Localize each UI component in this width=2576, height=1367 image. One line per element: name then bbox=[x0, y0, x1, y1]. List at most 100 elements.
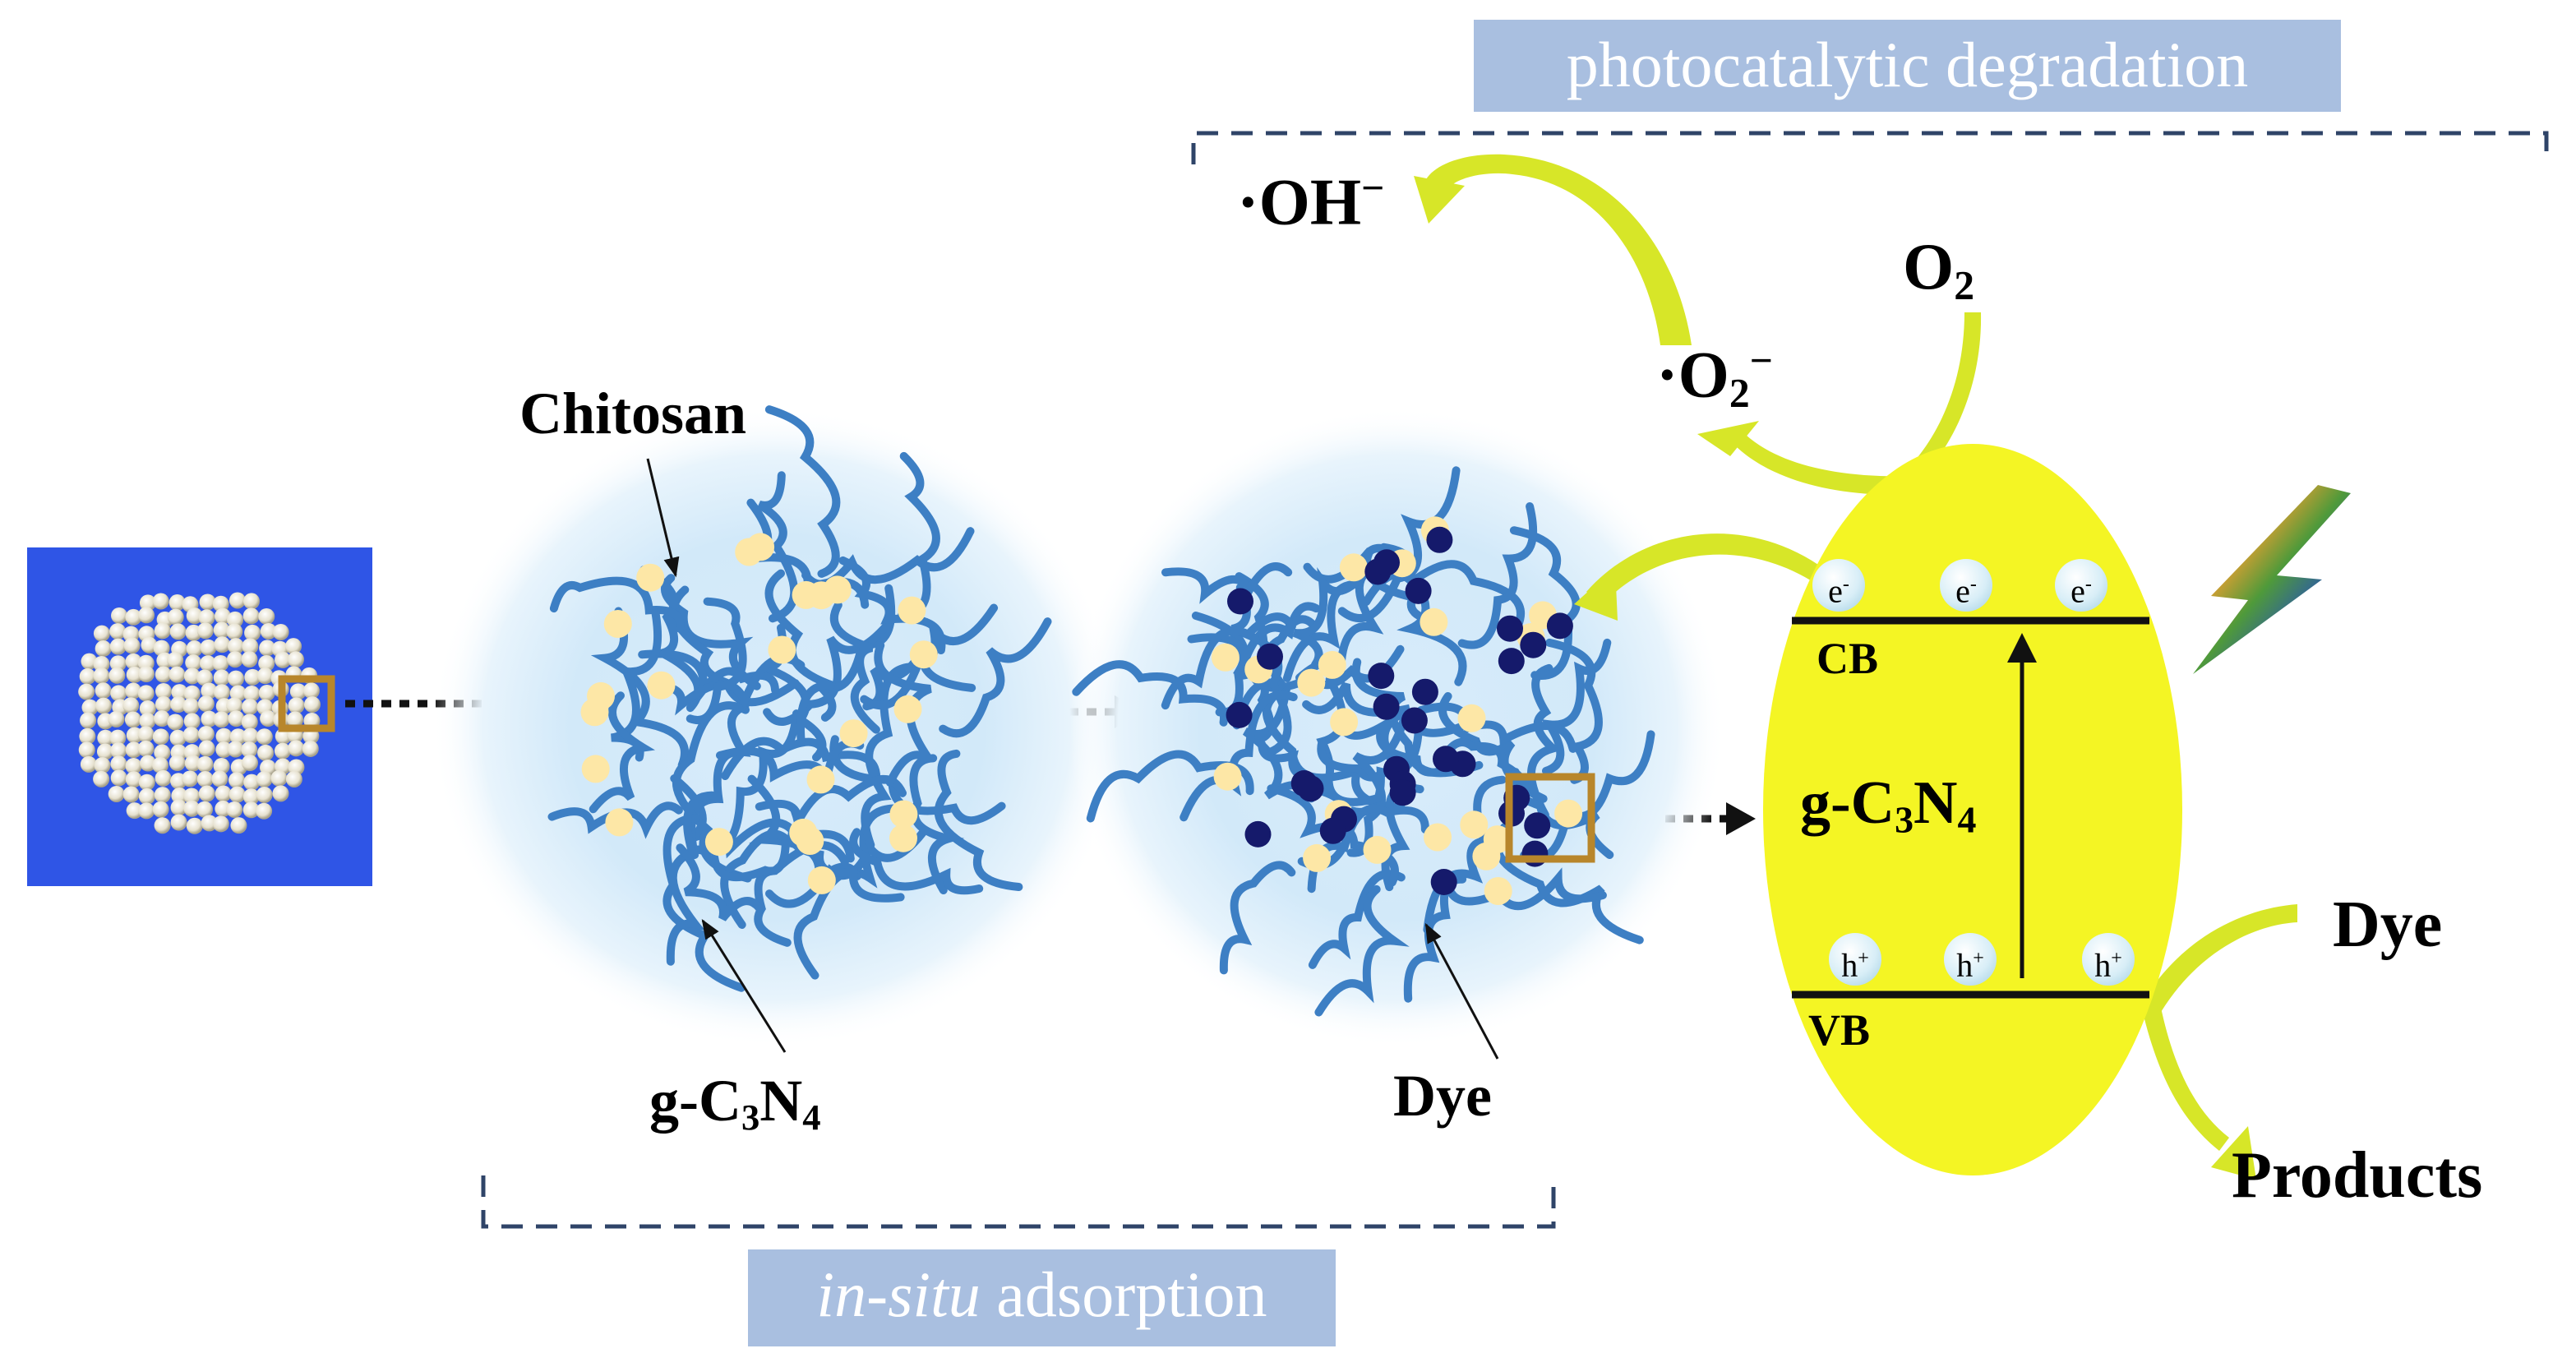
bead bbox=[125, 771, 142, 788]
in-situ-italic: in-situ bbox=[816, 1258, 981, 1330]
bead bbox=[182, 770, 199, 787]
dye-particle bbox=[1497, 615, 1523, 642]
bead bbox=[125, 608, 142, 626]
chitosan-strand bbox=[1416, 702, 1577, 753]
bead bbox=[241, 714, 258, 731]
top-bracket bbox=[1191, 131, 2549, 164]
bead bbox=[258, 684, 275, 701]
bead bbox=[93, 667, 110, 685]
bead bbox=[155, 769, 172, 787]
chitosan-strand bbox=[898, 451, 940, 619]
bead bbox=[139, 700, 156, 717]
gcn-particle bbox=[1330, 708, 1359, 737]
bead bbox=[244, 668, 261, 686]
dye-particle bbox=[1405, 577, 1432, 604]
bead bbox=[139, 713, 156, 730]
chitosan-strand bbox=[1314, 884, 1410, 1017]
bead bbox=[197, 695, 215, 713]
bead bbox=[229, 728, 247, 746]
bead bbox=[288, 740, 305, 757]
dye-particle bbox=[1433, 746, 1459, 773]
photo-highlight-box bbox=[278, 675, 335, 732]
electron-3: e- bbox=[2055, 559, 2107, 612]
bead bbox=[229, 592, 246, 609]
bead bbox=[170, 799, 187, 816]
bead bbox=[153, 640, 170, 657]
chitosan-strand bbox=[1219, 861, 1296, 975]
bead bbox=[242, 698, 259, 715]
chitosan-strand bbox=[589, 691, 655, 814]
bead bbox=[110, 742, 127, 760]
dye-particle bbox=[1257, 643, 1283, 670]
bead bbox=[152, 756, 169, 774]
electron-1: e- bbox=[1812, 559, 1865, 612]
gcn-particle bbox=[1213, 762, 1242, 791]
bead bbox=[138, 802, 155, 820]
gcn-particle bbox=[889, 824, 917, 852]
bead bbox=[125, 682, 142, 700]
chitosan-strand bbox=[549, 576, 685, 633]
bead bbox=[155, 666, 172, 683]
bead bbox=[201, 815, 218, 832]
chitosan-strand bbox=[934, 749, 1023, 891]
gcn-particle bbox=[768, 635, 796, 664]
bead bbox=[139, 594, 156, 612]
bead bbox=[243, 685, 261, 702]
bead bbox=[79, 667, 96, 685]
bead bbox=[183, 713, 201, 730]
bead bbox=[78, 741, 95, 759]
bead-photo bbox=[27, 547, 372, 886]
dye-particle bbox=[1244, 820, 1272, 847]
chitosan-strand bbox=[1302, 681, 1479, 737]
bead bbox=[256, 728, 273, 746]
bead bbox=[137, 740, 155, 757]
gcn-particle bbox=[1420, 607, 1448, 636]
chitosan-strand bbox=[720, 829, 855, 929]
bead bbox=[139, 755, 156, 772]
bead bbox=[171, 787, 188, 805]
bead bbox=[122, 786, 140, 803]
bead bbox=[243, 774, 261, 791]
bead bbox=[137, 666, 155, 683]
bead bbox=[95, 697, 113, 714]
bead bbox=[79, 727, 96, 745]
dye-particle bbox=[1373, 693, 1400, 720]
chitosan-strand bbox=[1161, 562, 1293, 604]
gcn-particle bbox=[909, 640, 938, 669]
bottom-bracket bbox=[481, 1175, 1556, 1229]
bead bbox=[108, 710, 125, 727]
bead bbox=[200, 639, 217, 656]
chitosan-strand bbox=[638, 649, 779, 705]
bead bbox=[196, 755, 214, 773]
bead bbox=[186, 607, 203, 625]
bead bbox=[226, 801, 243, 818]
gcn-particle bbox=[1554, 799, 1583, 828]
bead bbox=[270, 769, 288, 787]
bead bbox=[183, 800, 201, 817]
bead bbox=[285, 770, 302, 787]
bead bbox=[169, 755, 186, 772]
bead bbox=[125, 757, 142, 774]
bead bbox=[196, 622, 214, 640]
chitosan-strand bbox=[1180, 690, 1298, 822]
chitosan-strand bbox=[861, 663, 921, 849]
chitosan-strand bbox=[721, 737, 881, 784]
bead bbox=[241, 651, 258, 668]
bead bbox=[272, 623, 289, 640]
bead bbox=[152, 728, 169, 746]
dye-particle bbox=[1319, 817, 1346, 844]
bead bbox=[198, 740, 215, 757]
bead bbox=[242, 755, 259, 772]
gcn-pointer bbox=[701, 918, 787, 1053]
chitosan-strand bbox=[676, 843, 764, 921]
dye-particle bbox=[1226, 701, 1253, 728]
chitosan-strand bbox=[909, 754, 965, 894]
bead bbox=[226, 623, 243, 640]
bead bbox=[227, 638, 244, 655]
chitosan-strand bbox=[1457, 502, 1538, 649]
gcn-particle bbox=[1460, 811, 1489, 839]
bead bbox=[153, 710, 170, 727]
chitosan-pointer bbox=[646, 458, 680, 578]
gcn-particle bbox=[636, 563, 665, 592]
